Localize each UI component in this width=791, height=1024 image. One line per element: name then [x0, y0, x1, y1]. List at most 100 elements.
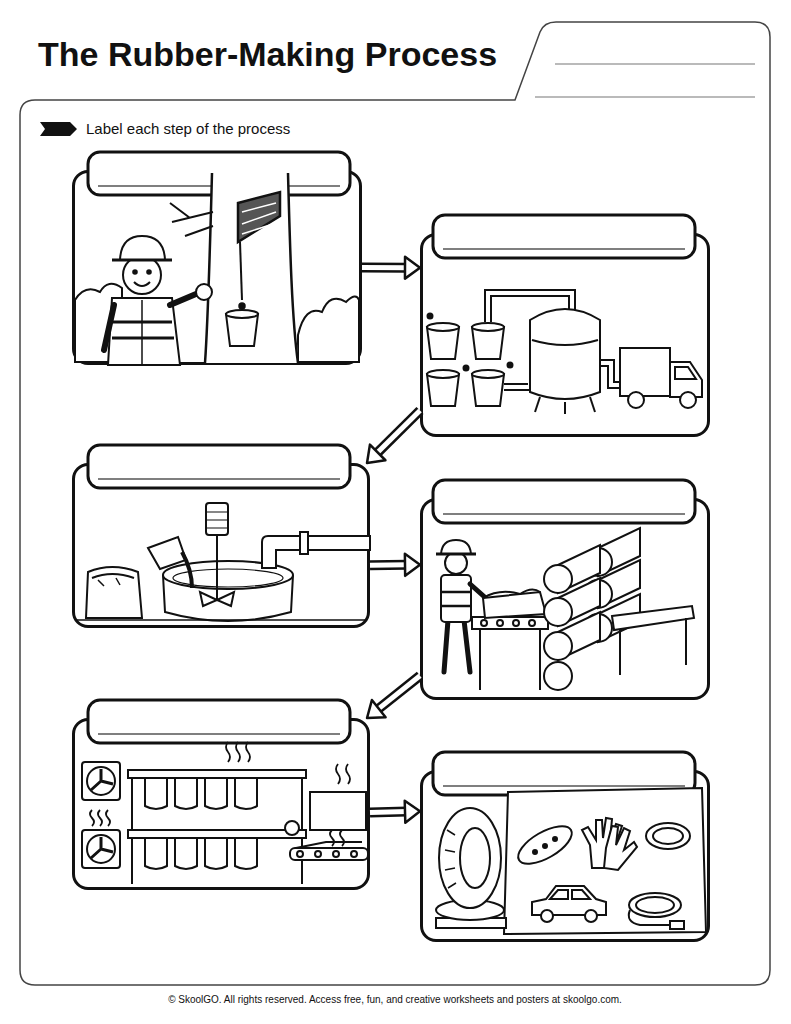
latex-buckets: [472, 327, 504, 359]
latex-buckets: [427, 314, 513, 407]
garden-hose: [670, 921, 684, 929]
roller-mill: [584, 548, 612, 576]
inlet-pipe: [262, 536, 370, 568]
roller-worker: [444, 620, 470, 672]
heat-waves: [330, 830, 344, 846]
drying-machine: [333, 851, 339, 857]
shoe-sole: [553, 837, 557, 841]
latex-buckets: [427, 327, 459, 359]
rubber-tree: [205, 173, 212, 363]
collection-tank: [564, 402, 566, 414]
acid-sack: [98, 578, 120, 586]
latex-buckets: [464, 366, 469, 371]
tapping-worker: [112, 259, 172, 262]
process-panel: [420, 498, 710, 700]
delivery-truck: [670, 362, 702, 397]
tapping-worker: [104, 305, 114, 350]
stirring-motor: [206, 503, 228, 535]
tab-writing-lines: [98, 185, 340, 187]
roller-mill: [544, 632, 572, 660]
roller-mill: [584, 614, 612, 642]
label-tabs: [88, 152, 350, 195]
acid-sack: [86, 567, 142, 618]
rubber-tree: [242, 203, 276, 234]
output-table: [612, 606, 694, 675]
process-panel: [72, 718, 370, 890]
rubber-tree: [240, 304, 245, 309]
footer-note: © SkoolGO. All rights reserved. Access f…: [20, 994, 770, 1005]
drying-rack: [235, 838, 257, 869]
product-board: [504, 788, 706, 934]
drying-machine: [296, 842, 362, 848]
latex-bucket: [226, 310, 258, 346]
drying-rack: [301, 770, 303, 884]
tapping-worker: [170, 294, 196, 305]
latex-buckets: [428, 314, 433, 319]
roller-worker: [442, 592, 470, 606]
delivery-truck: [680, 392, 696, 408]
arrow-shaft-core: [362, 265, 407, 270]
worksheet-title: The Rubber-Making Process: [38, 34, 518, 74]
feed-table: [479, 629, 481, 690]
garden-hose: [629, 893, 681, 917]
shoe-sole: [513, 819, 578, 872]
drying-machine: [297, 851, 303, 857]
bushes: [75, 284, 122, 362]
drying-machine: [285, 821, 299, 835]
name-lines: [555, 63, 755, 64]
tab-writing-lines: [98, 478, 340, 480]
rubber-ring: [653, 828, 683, 844]
stirring-motor: [200, 503, 234, 606]
feed-table: [513, 620, 519, 626]
name-lines: [535, 96, 755, 97]
rubber-slab: [483, 589, 540, 598]
pouring-bucket: [182, 552, 192, 588]
collection-pipes: [485, 290, 620, 390]
product-board: [504, 788, 706, 934]
drying-machine: [310, 792, 366, 830]
label-tabs: [88, 445, 350, 488]
latex-buckets: [427, 374, 459, 406]
toy-car: [585, 910, 597, 922]
drying-fans: [87, 767, 115, 795]
tires: [436, 900, 504, 920]
drying-rack: [175, 838, 197, 869]
shoe-sole: [513, 819, 578, 872]
arrow-head: [405, 801, 420, 823]
process-panel: [72, 463, 370, 628]
floor-line: [75, 619, 367, 621]
process-panel: [72, 170, 362, 365]
instruction-text: Label each step of the process: [86, 120, 506, 137]
toy-car: [541, 910, 553, 922]
label-tabs: [433, 752, 695, 795]
tires: [436, 808, 506, 928]
toy-car: [532, 886, 606, 915]
garden-hose: [636, 897, 674, 913]
rubber-tree: [170, 203, 213, 236]
stirring-motor: [206, 512, 228, 528]
heat-waves: [90, 742, 350, 846]
drying-fans: [82, 830, 120, 868]
mixing-vat: [163, 575, 293, 621]
drying-machine: [351, 851, 357, 857]
rubber-slab: [483, 592, 546, 618]
drying-fans: [91, 769, 113, 790]
page-frame: [20, 22, 770, 985]
tires: [460, 828, 490, 888]
arrow-shaft-core: [376, 410, 420, 453]
tires: [436, 918, 506, 928]
roller-mill: [544, 598, 572, 626]
tapping-worker: [134, 282, 150, 286]
latex-bucket: [226, 314, 258, 346]
tab-writing-lines: [98, 733, 340, 735]
flow-arrow: [370, 554, 420, 576]
roller-mill: [598, 560, 640, 608]
collection-tank: [530, 309, 600, 399]
latex-buckets: [472, 370, 504, 378]
drying-machine: [315, 851, 321, 857]
arrow-shaft-outline: [377, 676, 420, 710]
delivery-truck: [675, 367, 696, 379]
tapping-worker: [147, 270, 151, 274]
arrow-shaft-outline: [376, 410, 420, 453]
